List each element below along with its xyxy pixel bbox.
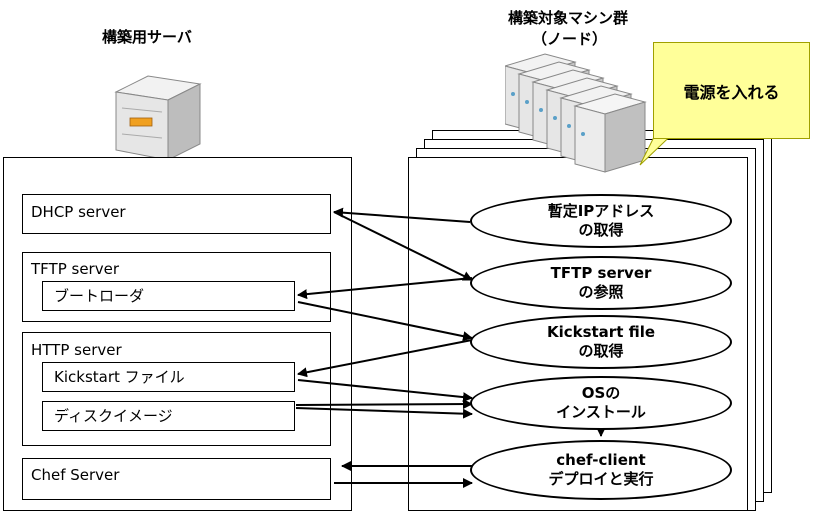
- arrow-disk-to-os-2: [295, 407, 473, 419]
- arrow-tftp-to-bootloader: [297, 277, 473, 300]
- server-tower-icon: [114, 75, 202, 161]
- step-ellipse-os-install: OSの インストール: [470, 376, 732, 430]
- target-nodes-title: 構築対象マシン群: [508, 9, 629, 27]
- step-kickstart-line1: Kickstart file: [546, 323, 656, 341]
- step-ellipse-kickstart: Kickstart file の取得: [470, 315, 732, 369]
- power-on-callout-text: 電源を入れる: [683, 82, 780, 102]
- step-chef-client-line2: デプロイと実行: [548, 470, 654, 488]
- arrow-kickstart-fetch: [297, 339, 473, 378]
- step-temp-ip-line1: 暫定IPアドレス: [547, 202, 655, 220]
- build-server-title: 構築用サーバ: [102, 28, 192, 46]
- kickstart-file-box: [42, 362, 295, 392]
- tftp-server-label: TFTP server: [31, 260, 119, 278]
- target-nodes-subtitle: （ノード）: [532, 30, 608, 48]
- http-server-label: HTTP server: [31, 341, 122, 359]
- arrow-disk-to-os-1: [295, 399, 473, 410]
- arrow-dhcp-request: [333, 207, 471, 223]
- step-ellipse-temp-ip: 暫定IPアドレス の取得: [470, 194, 732, 248]
- step-tftp-ref-line2: の参照: [578, 283, 624, 301]
- bootloader-label: ブートローダ: [54, 287, 145, 305]
- step-temp-ip-line2: の取得: [578, 221, 624, 239]
- dhcp-server-label: DHCP server: [31, 203, 126, 221]
- chef-server-label: Chef Server: [31, 466, 120, 484]
- power-on-callout: 電源を入れる: [653, 42, 810, 139]
- disk-image-label: ディスクイメージ: [54, 407, 173, 425]
- bootloader-box: [42, 281, 295, 311]
- dhcp-server-box: [22, 194, 331, 234]
- step-chef-client-line1: chef-client: [556, 451, 646, 469]
- step-os-install-line2: インストール: [556, 403, 646, 421]
- arrow-bootloader-to-kickstart: [297, 301, 473, 342]
- kickstart-file-label: Kickstart ファイル: [54, 368, 185, 386]
- arrow-dhcp-to-tftp: [333, 211, 473, 281]
- step-os-install-line1: OSの: [581, 384, 621, 402]
- step-kickstart-line2: の取得: [578, 342, 624, 360]
- step-tftp-ref-line1: TFTP server: [550, 264, 652, 282]
- machines-stack-icon: [505, 53, 647, 173]
- disk-image-box: [42, 401, 295, 431]
- chef-server-box: [22, 458, 331, 500]
- step-ellipse-chef-client: chef-client デプロイと実行: [470, 440, 732, 500]
- step-ellipse-tftp-ref: TFTP server の参照: [470, 256, 732, 310]
- arrow-kickstart-to-os: [297, 379, 473, 403]
